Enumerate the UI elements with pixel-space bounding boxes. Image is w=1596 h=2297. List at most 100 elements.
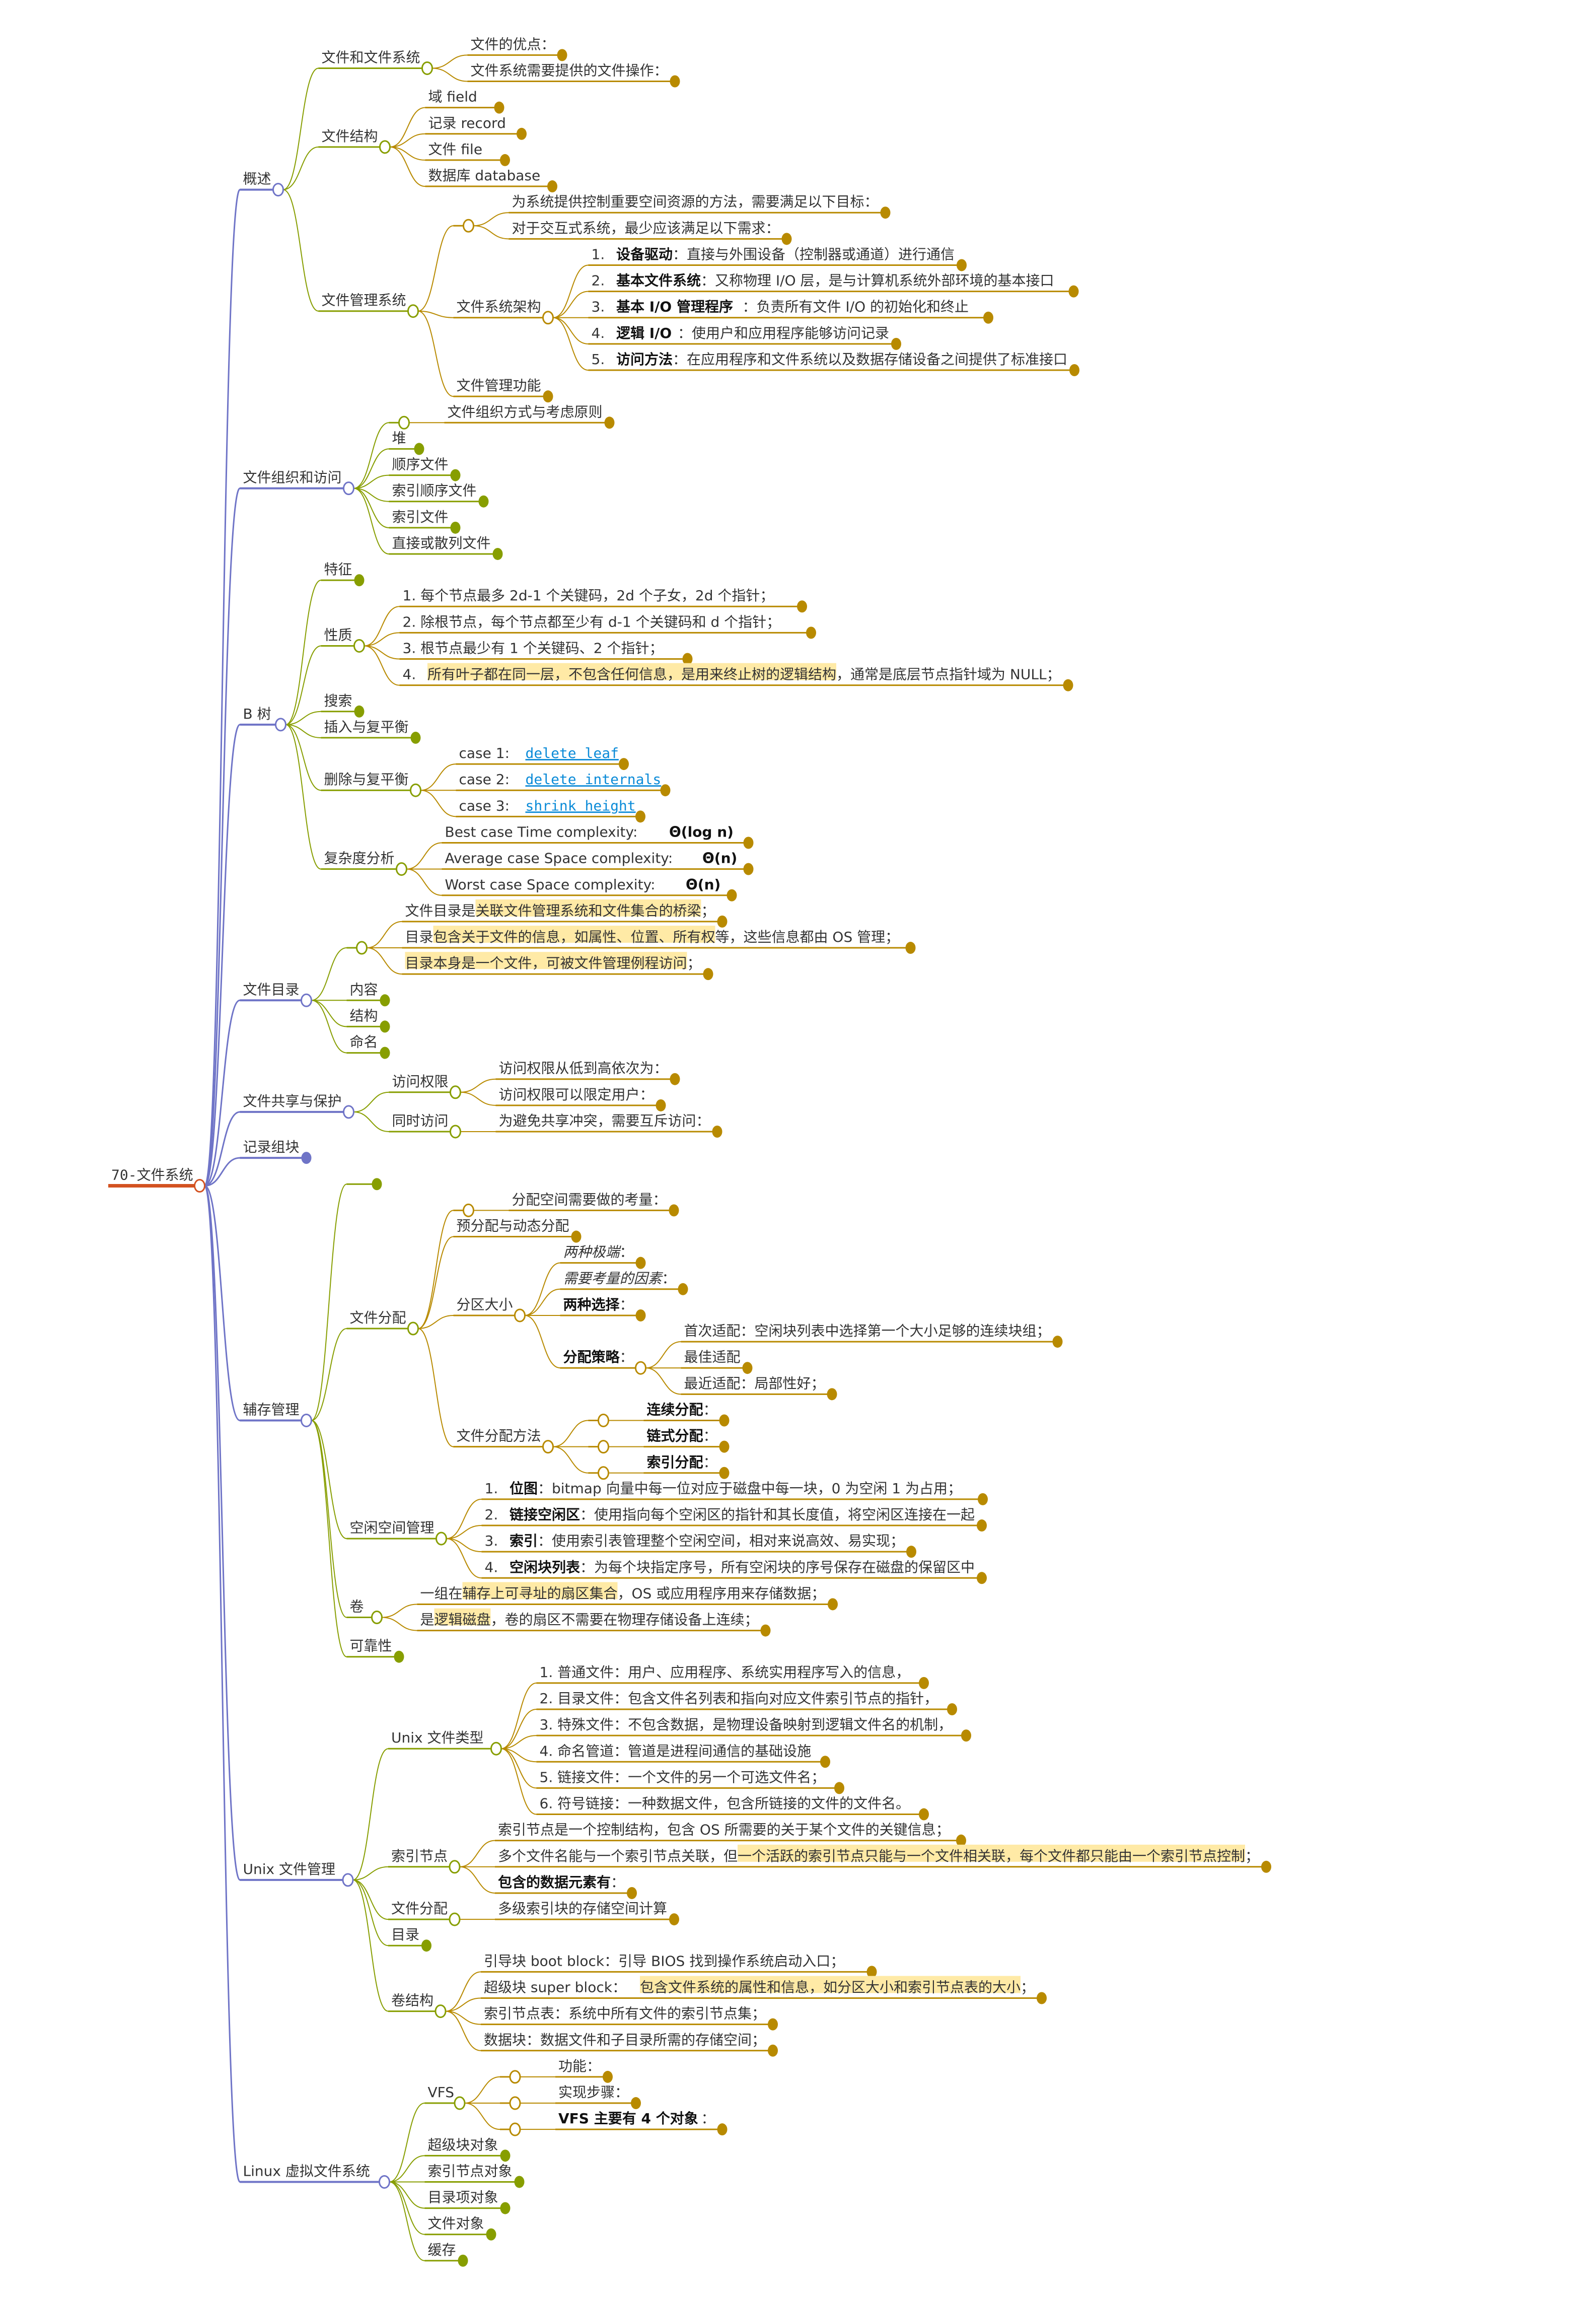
leaf-node[interactable]: 堆: [392, 430, 406, 446]
topic-node[interactable]: 文件分配方法: [457, 1428, 541, 1444]
expand-dot-icon[interactable]: [828, 1598, 838, 1611]
topic-node[interactable]: 分配策略：: [563, 1349, 634, 1365]
leaf-node[interactable]: 目录包含关于文件的信息，如属性、位置、所有权等，这些信息都由 OS 管理；: [405, 926, 900, 945]
leaf-node[interactable]: 3. 索引：使用索引表管理整个空闲空间，相对来说高效、易实现；: [485, 1533, 905, 1549]
leaf-node[interactable]: 分配空间需要做的考量：: [512, 1191, 667, 1208]
leaf-node[interactable]: 直接或散列文件: [392, 535, 491, 551]
leaf-node[interactable]: case 1: delete leaf: [459, 745, 619, 761]
expand-dot-icon[interactable]: [977, 1572, 987, 1584]
expand-dot-icon[interactable]: [919, 1808, 929, 1821]
leaf-node[interactable]: Average case Space complexity: Θ(n): [445, 850, 738, 867]
leaf-node[interactable]: 预分配与动态分配: [457, 1218, 569, 1234]
topic-node[interactable]: 辅存管理: [243, 1401, 300, 1418]
leaf-node[interactable]: 链式分配：: [647, 1428, 717, 1444]
topic-node[interactable]: 卷结构: [391, 1992, 433, 2009]
expand-dot-icon[interactable]: [450, 521, 461, 534]
expand-dot-icon[interactable]: [627, 1887, 637, 1899]
leaf-node[interactable]: 是逻辑磁盘，卷的扇区不需要在物理存储设备上连续；: [420, 1608, 759, 1628]
leaf-node[interactable]: 对于交互式系统，最少应该满足以下需求：: [512, 220, 780, 236]
leaf-node[interactable]: 3. 基本 I/O 管理程序：负责所有文件 I/O 的初始化和终止: [592, 299, 969, 315]
topic-node[interactable]: 概述: [243, 171, 271, 187]
leaf-node[interactable]: 特征: [324, 561, 352, 578]
collapse-toggle-icon[interactable]: [463, 1203, 474, 1217]
leaf-node[interactable]: 超级块对象: [428, 2136, 498, 2153]
collapse-toggle-icon[interactable]: [454, 2096, 466, 2110]
leaf-node[interactable]: 功能：: [558, 2058, 601, 2074]
link-text[interactable]: delete leaf: [526, 745, 619, 761]
expand-dot-icon[interactable]: [494, 101, 504, 114]
expand-dot-icon[interactable]: [394, 1650, 404, 1663]
leaf-node[interactable]: 2. 基本文件系统：又称物理 I/O 层，是与计算机系统外部环境的基本接口: [592, 272, 1054, 289]
collapse-toggle-icon[interactable]: [275, 718, 286, 732]
expand-dot-icon[interactable]: [905, 942, 916, 954]
leaf-node[interactable]: 记录 record: [428, 115, 506, 131]
leaf-node[interactable]: 索引分配：: [647, 1454, 717, 1471]
leaf-node[interactable]: 内容: [350, 981, 378, 998]
leaf-node[interactable]: 顺序文件: [392, 456, 449, 473]
leaf-node[interactable]: 搜索: [324, 692, 352, 709]
expand-dot-icon[interactable]: [712, 1125, 722, 1138]
collapse-toggle-icon[interactable]: [434, 2004, 447, 2018]
expand-dot-icon[interactable]: [891, 337, 901, 350]
topic-node[interactable]: 文件目录: [243, 981, 300, 998]
topic-node[interactable]: 同时访问: [392, 1112, 449, 1129]
collapse-toggle-icon[interactable]: [598, 1413, 609, 1427]
collapse-toggle-icon[interactable]: [194, 1179, 205, 1193]
topic-node[interactable]: 文件共享与保护: [243, 1093, 342, 1109]
expand-dot-icon[interactable]: [978, 1493, 988, 1505]
leaf-node[interactable]: 目录项对象: [428, 2189, 498, 2206]
expand-dot-icon[interactable]: [678, 1283, 688, 1295]
leaf-node[interactable]: 目录: [391, 1926, 419, 1943]
collapse-toggle-icon[interactable]: [343, 481, 354, 496]
leaf-node[interactable]: 多个文件名能与一个索引节点关联，但一个活跃的索引节点只能与一个文件相关联，每个文…: [498, 1844, 1259, 1864]
expand-dot-icon[interactable]: [719, 1440, 730, 1453]
expand-dot-icon[interactable]: [961, 1729, 971, 1742]
collapse-toggle-icon[interactable]: [450, 1125, 461, 1139]
leaf-node[interactable]: 为系统提供控制重要空间资源的方法，需要满足以下目标：: [512, 193, 879, 210]
leaf-node[interactable]: 4. 所有叶子都在同一层，不包含任何信息，是用来终止树的逻辑结构，通常是底层节点…: [403, 663, 1061, 683]
leaf-node[interactable]: 5. 访问方法：在应用程序和文件系统以及数据存储设备之间提供了标准接口: [592, 351, 1068, 368]
collapse-toggle-icon[interactable]: [396, 862, 407, 876]
expand-dot-icon[interactable]: [635, 810, 645, 823]
topic-node[interactable]: 索引节点: [391, 1848, 448, 1864]
expand-dot-icon[interactable]: [1068, 285, 1079, 298]
collapse-toggle-icon[interactable]: [410, 783, 421, 797]
topic-node[interactable]: 文件管理系统: [322, 292, 406, 309]
collapse-toggle-icon[interactable]: [598, 1440, 609, 1454]
expand-dot-icon[interactable]: [656, 1099, 666, 1111]
leaf-node[interactable]: 访问权限可以限定用户：: [499, 1086, 654, 1103]
leaf-node[interactable]: 索引节点是一个控制结构，包含 OS 所需要的关于某个文件的关键信息；: [498, 1822, 950, 1838]
collapse-toggle-icon[interactable]: [598, 1466, 609, 1480]
expand-dot-icon[interactable]: [354, 574, 365, 587]
expand-dot-icon[interactable]: [486, 2228, 496, 2241]
expand-dot-icon[interactable]: [450, 469, 461, 481]
expand-dot-icon[interactable]: [500, 154, 510, 166]
collapse-toggle-icon[interactable]: [353, 639, 365, 653]
topic-node[interactable]: Linux 虚拟文件系统: [243, 2163, 370, 2179]
expand-dot-icon[interactable]: [717, 915, 728, 928]
topic-node[interactable]: 文件分配: [391, 1900, 448, 1917]
expand-dot-icon[interactable]: [380, 1047, 390, 1059]
topic-node[interactable]: 分区大小: [457, 1296, 513, 1313]
collapse-toggle-icon[interactable]: [509, 2070, 521, 2084]
leaf-node[interactable]: 文件系统需要提供的文件操作：: [471, 62, 668, 79]
collapse-toggle-icon[interactable]: [635, 1361, 646, 1375]
collapse-toggle-icon[interactable]: [509, 2096, 521, 2110]
expand-dot-icon[interactable]: [635, 1257, 646, 1269]
leaf-node[interactable]: 文件对象: [428, 2215, 484, 2232]
expand-dot-icon[interactable]: [1063, 679, 1073, 691]
expand-dot-icon[interactable]: [669, 1204, 679, 1217]
expand-dot-icon[interactable]: [743, 863, 754, 875]
expand-dot-icon[interactable]: [768, 2044, 778, 2057]
topic-node[interactable]: 访问权限: [392, 1073, 449, 1090]
leaf-node[interactable]: 超级块 super block：包含文件系统的属性和信息，如分区大小和索引节点表…: [484, 1976, 1035, 1995]
topic-node[interactable]: B 树: [243, 706, 271, 722]
leaf-node[interactable]: 文件管理功能: [457, 377, 541, 394]
expand-dot-icon[interactable]: [670, 1073, 680, 1085]
expand-dot-icon[interactable]: [354, 705, 365, 718]
expand-dot-icon[interactable]: [682, 653, 693, 665]
expand-dot-icon[interactable]: [820, 1756, 830, 1768]
leaf-node[interactable]: 多级索引块的存储空间计算: [498, 1900, 667, 1917]
expand-dot-icon[interactable]: [957, 259, 967, 271]
expand-dot-icon[interactable]: [727, 889, 737, 901]
